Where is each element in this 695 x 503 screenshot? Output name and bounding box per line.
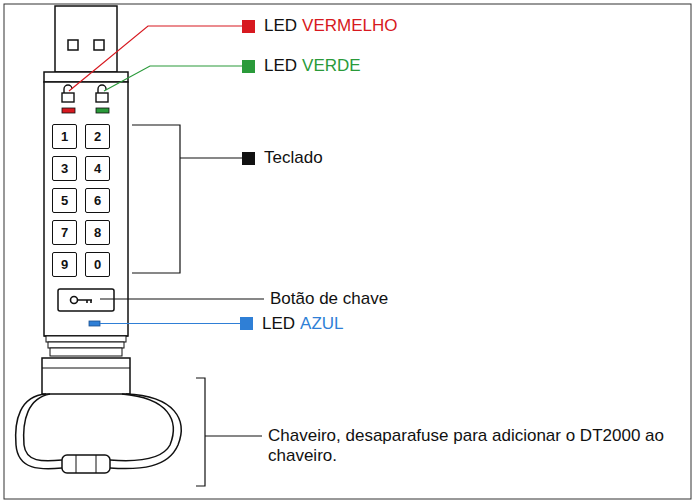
led-color: VERMELHO (302, 16, 397, 36)
key-number: 3 (61, 162, 68, 176)
leader-line (100, 323, 240, 324)
keyring-cap (42, 358, 130, 394)
keypad-key: 3 (52, 156, 77, 181)
key-number: 2 (94, 130, 101, 144)
keypad-key: 0 (85, 252, 110, 277)
led-label: LED (264, 56, 297, 76)
note-label: Chaveiro, desaparafuse para adicionar o … (268, 426, 678, 466)
led-color: VERDE (302, 56, 361, 76)
keypad-key: 7 (52, 220, 77, 245)
leader-line (100, 298, 264, 299)
key-number: 7 (61, 226, 68, 240)
unlock-icon (96, 85, 108, 102)
part-label: Teclado (264, 148, 323, 168)
leader-line (205, 435, 262, 436)
key-button (58, 289, 114, 311)
keyring-bracket (196, 378, 205, 486)
key-number: 9 (61, 258, 68, 272)
led-label: LED (264, 16, 297, 36)
drive-body (44, 82, 128, 336)
part-label: Botão de chave (270, 289, 388, 309)
frame-border (4, 4, 691, 499)
key-symbol (71, 297, 93, 304)
cap-line (42, 368, 130, 369)
body-rib (46, 336, 126, 342)
led-label: LED (262, 314, 295, 334)
black-marker (242, 152, 255, 165)
usb-connector (55, 6, 117, 72)
usb-hole (94, 40, 104, 50)
keypad-key: 1 (52, 124, 77, 149)
green-marker (242, 60, 255, 73)
body-rib (50, 348, 122, 356)
blue-marker (240, 317, 253, 330)
keypad-key: 2 (85, 124, 110, 149)
key-number: 6 (94, 194, 101, 208)
red-marker (242, 20, 255, 33)
leader-line (69, 26, 242, 91)
body-rib (48, 342, 124, 348)
key-number: 1 (61, 130, 68, 144)
keypad-bracket (132, 125, 180, 273)
led-color: AZUL (300, 314, 343, 334)
ring-connector (62, 455, 110, 473)
key-number: 0 (94, 258, 101, 272)
usb-hole (68, 40, 78, 50)
green-led (96, 108, 109, 113)
connector-line (76, 455, 77, 473)
key-number: 4 (94, 162, 101, 176)
blue-led (89, 321, 100, 326)
key-number: 5 (61, 194, 68, 208)
connector-line (96, 455, 97, 473)
keypad-key: 9 (52, 252, 77, 277)
keypad-key: 5 (52, 188, 77, 213)
key-number: 8 (94, 226, 101, 240)
keypad-key: 6 (85, 188, 110, 213)
keypad-key: 4 (85, 156, 110, 181)
keypad-key: 8 (85, 220, 110, 245)
red-led (62, 108, 75, 113)
leader-line (180, 157, 242, 158)
keyring-loop (24, 394, 174, 461)
lock-icon (62, 85, 74, 102)
leader-line (104, 66, 242, 91)
